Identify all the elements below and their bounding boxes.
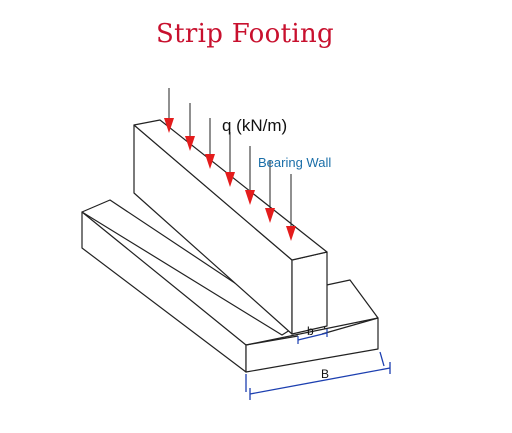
wall-width-label: b [307,324,314,338]
diagram-title: Strip Footing [156,19,334,49]
wall-front-face [291,251,328,335]
load-arrowhead-5 [245,190,255,205]
footing-width-label: B [321,367,329,381]
footing-width-dimension-line [249,367,391,395]
load-arrowhead-2 [185,136,195,151]
load-arrowhead-1 [164,118,174,133]
load-arrowhead-3 [205,154,215,169]
wall-width-dimension-line [297,332,328,341]
bearing-wall-label: Bearing Wall [258,155,331,170]
footing-width-extension-right [379,351,385,367]
load-arrowhead-7 [286,226,296,241]
footing-top-front-edge [245,335,299,346]
footing-front-face [245,317,379,373]
load-arrowhead-6 [265,208,275,223]
wall-top-face [133,119,328,261]
footing-top-front-edge-right [321,317,379,335]
load-label: q (kN/m) [222,116,287,135]
load-arrowhead-4 [225,172,235,187]
